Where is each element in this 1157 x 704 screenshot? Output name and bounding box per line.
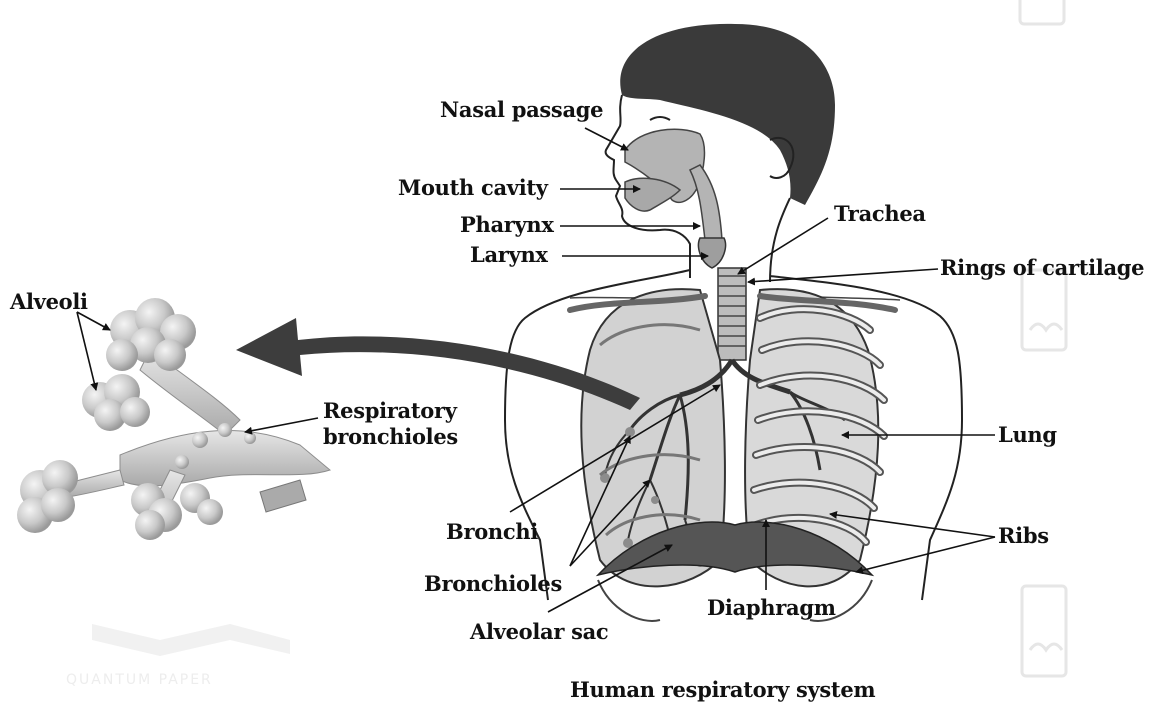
- leader-nasal: [585, 128, 628, 150]
- label-trachea: Trachea: [834, 202, 926, 226]
- diagram-caption: Human respiratory system: [570, 678, 875, 702]
- label-lung: Lung: [998, 423, 1057, 447]
- alveoli-cluster-middle: [82, 374, 150, 431]
- leader-trachea: [738, 218, 828, 274]
- alveoli-cluster-top: [106, 298, 196, 371]
- label-respiratory-bronchioles-line2: bronchioles: [323, 425, 458, 449]
- bronchiole-tube: [120, 431, 330, 486]
- larynx: [699, 238, 726, 268]
- label-rings-of-cartilage: Rings of cartilage: [940, 256, 1144, 280]
- label-alveolar-sac: Alveolar sac: [470, 620, 608, 644]
- alveoli-cluster-left: [17, 460, 78, 533]
- label-mouth-cavity: Mouth cavity: [398, 176, 548, 200]
- label-bronchioles: Bronchioles: [424, 572, 562, 596]
- watermark-text: QUANTUM PAPER: [66, 672, 213, 688]
- label-respiratory-bronchioles-line1: Respiratory: [323, 399, 457, 423]
- watermark-seal-middle: [1022, 270, 1066, 350]
- label-nasal-passage: Nasal passage: [440, 98, 603, 122]
- eye: [650, 117, 670, 120]
- label-alveoli: Alveoli: [10, 290, 88, 314]
- label-pharynx: Pharynx: [460, 213, 554, 237]
- leader-alveoli-2: [77, 312, 96, 390]
- watermark-seal-bottom: [1022, 586, 1066, 676]
- neck-back: [770, 198, 790, 282]
- bronchiole-branch-up: [140, 350, 240, 435]
- watermark-logo: [92, 624, 290, 656]
- label-ribs: Ribs: [998, 524, 1049, 548]
- label-diaphragm: Diaphragm: [707, 596, 836, 620]
- bronchiole-tube-end: [260, 480, 306, 512]
- zoom-arrow: [236, 318, 640, 410]
- leader-respiratory-bronchioles: [245, 418, 318, 432]
- watermark-seal-top: [1020, 0, 1064, 24]
- pharynx: [690, 165, 722, 240]
- leader-alveoli-1: [77, 312, 110, 330]
- label-bronchi: Bronchi: [446, 520, 538, 544]
- label-larynx: Larynx: [470, 243, 548, 267]
- leader-rings: [748, 269, 938, 282]
